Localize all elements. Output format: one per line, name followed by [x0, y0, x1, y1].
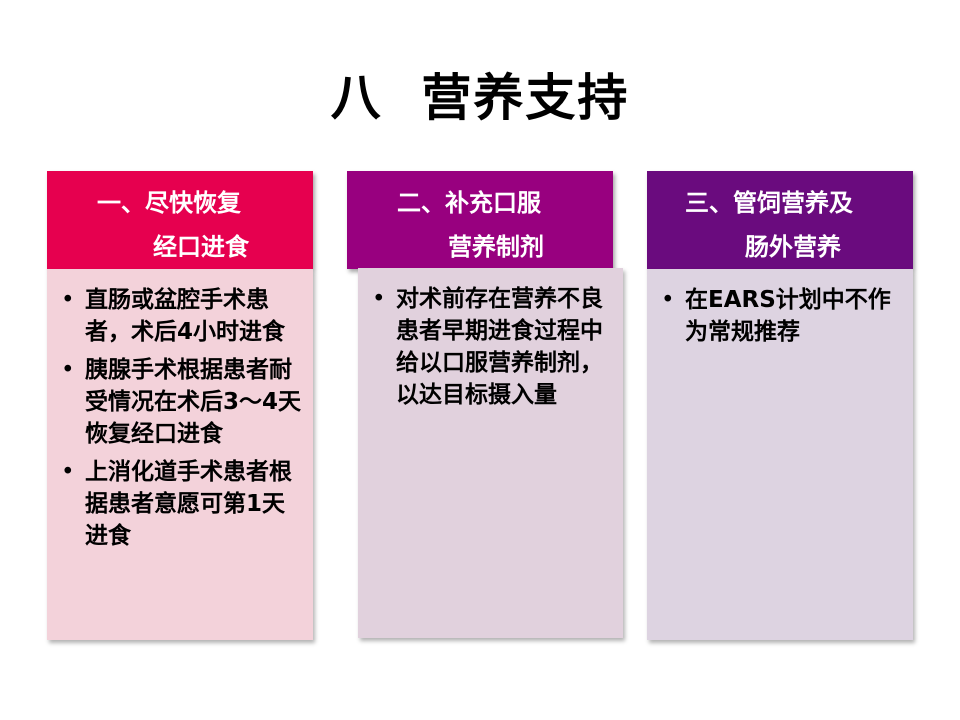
bullet-item: 直肠或盆腔手术患者，术后4小时进食	[61, 284, 303, 348]
bullet-item: 胰腺手术根据患者耐受情况在术后3～4天恢复经口进食	[61, 354, 303, 450]
bullet-item: 上消化道手术患者根据患者意愿可第1天进食	[61, 456, 303, 552]
bullet-item: 对术前存在营养不良患者早期进食过程中给以口服营养制剂，以达目标摄入量	[372, 283, 613, 411]
bullet-list: 对术前存在营养不良患者早期进食过程中给以口服营养制剂，以达目标摄入量	[372, 283, 613, 417]
column-body-restore-oral-intake: 直肠或盆腔手术患者，术后4小时进食 胰腺手术根据患者耐受情况在术后3～4天恢复经…	[47, 269, 313, 640]
column-header-restore-oral-intake: 一、尽快恢复 经口进食	[47, 171, 313, 269]
bullet-item: 在EARS计划中不作为常规推荐	[661, 284, 903, 348]
column-header-line1: 一、尽快恢复	[97, 189, 241, 217]
column-header-line2: 经口进食	[153, 233, 249, 261]
column-header-oral-nutrition-supplement: 二、补充口服 营养制剂	[347, 171, 613, 269]
column-header-line1: 二、补充口服	[397, 189, 541, 217]
bullet-list: 直肠或盆腔手术患者，术后4小时进食 胰腺手术根据患者耐受情况在术后3～4天恢复经…	[61, 284, 303, 558]
column-header-line2: 营养制剂	[448, 233, 544, 261]
column-body-oral-nutrition-supplement: 对术前存在营养不良患者早期进食过程中给以口服营养制剂，以达目标摄入量	[358, 268, 623, 638]
column-header-line2: 肠外营养	[745, 233, 841, 261]
column-body-tube-and-parenteral-nutrition: 在EARS计划中不作为常规推荐	[647, 269, 913, 640]
column-header-line1: 三、管饲营养及	[685, 189, 853, 217]
slide-title: 八 营养支持	[330, 69, 630, 127]
bullet-list: 在EARS计划中不作为常规推荐	[661, 284, 903, 354]
column-header-tube-and-parenteral-nutrition: 三、管饲营养及 肠外营养	[647, 171, 913, 269]
